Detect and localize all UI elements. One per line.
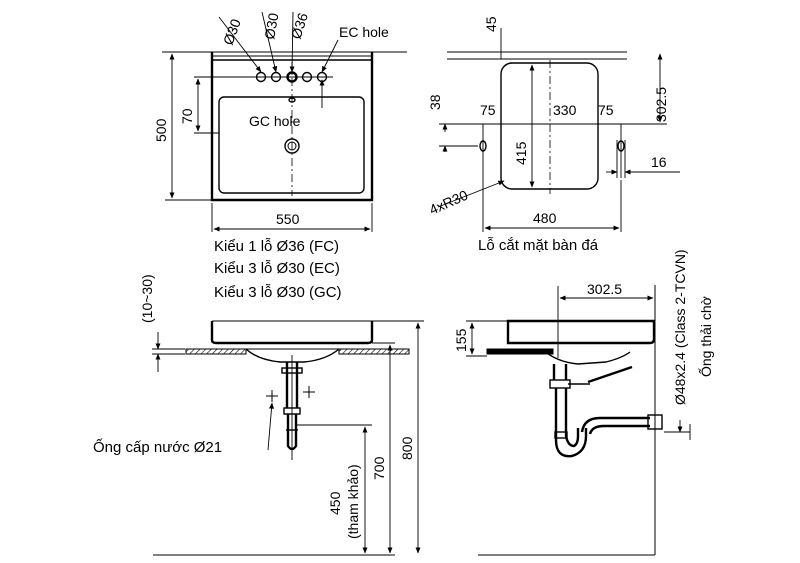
drain-pipe-label: Ống thải chờ (697, 296, 714, 377)
dim-cutout-small: 16 (651, 154, 667, 170)
cutout-caption: Lỗ cắt mặt bàn đá (478, 237, 599, 254)
cutout-view: 45 75 330 75 38 415 302.5 16 (427, 16, 680, 254)
drain-pipe-spec: Ø48x2.4 (Class 2-TCVN) (672, 249, 688, 405)
hole-diameter-3: Ø36 (288, 11, 311, 41)
dim-cutout-left-margin: 75 (480, 102, 496, 118)
dim-top-height: 500 (153, 118, 169, 142)
hole-diameter-2: Ø30 (261, 11, 281, 40)
variant-line-2: Kiểu 3 lỗ Ø30 (EC) (214, 260, 340, 277)
dim-counter-thickness: (10~30) (139, 274, 155, 323)
dim-reference-height: 450 (327, 491, 343, 515)
dim-cutout-top: 45 (483, 16, 499, 32)
dim-800: 800 (399, 436, 415, 460)
front-view: (10~30) Ống cấp nước Ø21 450 (tham khảo) (93, 274, 424, 556)
supply-pipe-label: Ống cấp nước Ø21 (93, 438, 222, 456)
variant-line-1: Kiểu 1 lỗ Ø36 (FC) (214, 238, 339, 255)
dim-hole-offset: 70 (179, 108, 195, 124)
dim-cutout-height: 415 (513, 141, 529, 165)
dim-cutout-hole: 38 (427, 94, 443, 110)
dim-cutout-right: 302.5 (653, 87, 669, 122)
dim-cutout-radius: 4xR30 (427, 187, 471, 218)
side-view: 302.5 155 Ø48x2.4 (Class 2-TCVN) Ống thả… (453, 249, 714, 556)
dim-700: 700 (371, 456, 387, 480)
hole-diameter-1: Ø30 (220, 16, 244, 47)
dim-top-width: 550 (276, 211, 300, 227)
variant-line-3: Kiểu 3 lỗ Ø30 (GC) (214, 284, 342, 301)
dim-side-depth: 302.5 (587, 281, 622, 297)
dim-cutout-width: 480 (533, 210, 557, 226)
ec-hole-label: EC hole (339, 24, 389, 40)
dim-cutout-inner-width: 330 (553, 102, 577, 118)
top-view: Ø30 Ø30 Ø36 EC hole GC hole 500 70 550 K… (153, 11, 407, 301)
dim-side-height: 155 (453, 328, 469, 352)
reference-note: (tham khảo) (345, 464, 361, 539)
gc-hole-label: GC hole (249, 113, 301, 129)
dim-cutout-right-margin: 75 (598, 102, 614, 118)
